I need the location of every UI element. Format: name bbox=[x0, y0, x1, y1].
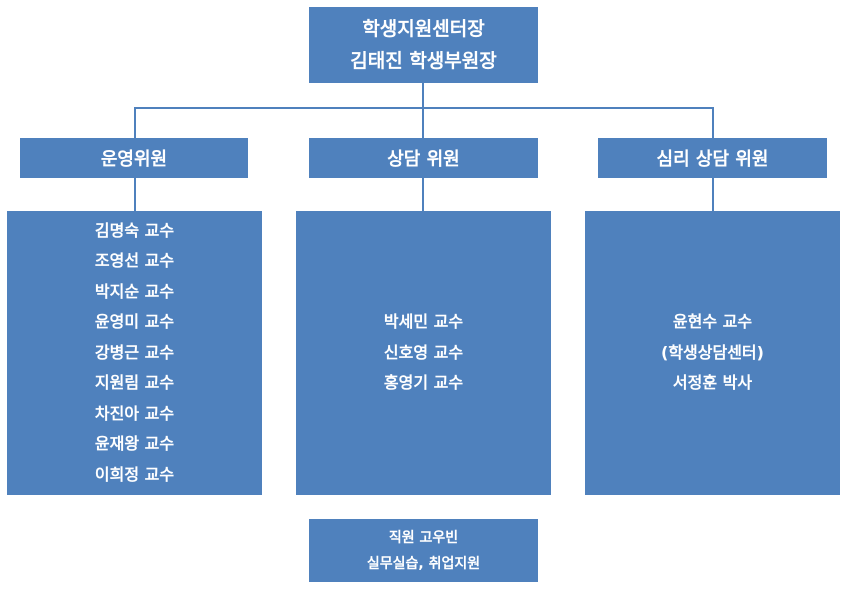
member-item: 윤재왕 교수 bbox=[94, 434, 175, 454]
operations-committee-header: 운영위원 bbox=[20, 138, 248, 178]
operations-committee-title: 운영위원 bbox=[100, 149, 168, 170]
member-item: 서정훈 박사 bbox=[672, 373, 753, 393]
member-item: 윤영미 교수 bbox=[94, 312, 175, 332]
psych-counseling-members-panel: 윤현수 교수 (학생상담센터) 서정훈 박사 bbox=[585, 211, 840, 495]
center-director-title: 학생지원센터장 bbox=[362, 18, 485, 40]
psych-counseling-committee-header: 심리 상담 위원 bbox=[598, 138, 827, 178]
connector-operations-panel bbox=[134, 178, 136, 211]
member-item: 강병근 교수 bbox=[94, 342, 175, 362]
member-item: 신호영 교수 bbox=[383, 342, 464, 362]
center-director-box: 학생지원센터장 김태진 학생부원장 bbox=[309, 7, 538, 83]
connector-psych-panel bbox=[712, 178, 714, 211]
connector-to-counseling bbox=[422, 107, 424, 138]
counseling-members-panel: 박세민 교수 신호영 교수 홍영기 교수 bbox=[296, 211, 551, 495]
member-item: 이희정 교수 bbox=[94, 464, 175, 484]
member-item: 윤현수 교수 bbox=[672, 312, 753, 332]
member-item: 차진아 교수 bbox=[94, 403, 175, 423]
member-item: 지원림 교수 bbox=[94, 373, 175, 393]
connector-to-psych-counseling bbox=[712, 107, 714, 138]
connector-root-down bbox=[422, 83, 424, 108]
staff-role: 실무실습, 취업지원 bbox=[366, 555, 481, 572]
counseling-committee-header: 상담 위원 bbox=[309, 138, 538, 178]
staff-name: 직원 고우빈 bbox=[388, 529, 459, 546]
member-item: 김명숙 교수 bbox=[94, 220, 175, 240]
member-item: (학생상담센터) bbox=[661, 342, 764, 362]
member-item: 박세민 교수 bbox=[383, 312, 464, 332]
staff-box: 직원 고우빈 실무실습, 취업지원 bbox=[309, 519, 538, 582]
member-item: 홍영기 교수 bbox=[383, 373, 464, 393]
psych-counseling-committee-title: 심리 상담 위원 bbox=[656, 149, 769, 170]
connector-to-operations bbox=[134, 107, 136, 138]
member-item: 박지순 교수 bbox=[94, 281, 175, 301]
connector-counseling-panel bbox=[422, 178, 424, 211]
counseling-committee-title: 상담 위원 bbox=[387, 149, 460, 170]
member-item: 조영선 교수 bbox=[94, 251, 175, 271]
operations-members-panel: 김명숙 교수 조영선 교수 박지순 교수 윤영미 교수 강병근 교수 지원림 교… bbox=[7, 211, 262, 495]
center-director-name: 김태진 학생부원장 bbox=[350, 50, 497, 72]
